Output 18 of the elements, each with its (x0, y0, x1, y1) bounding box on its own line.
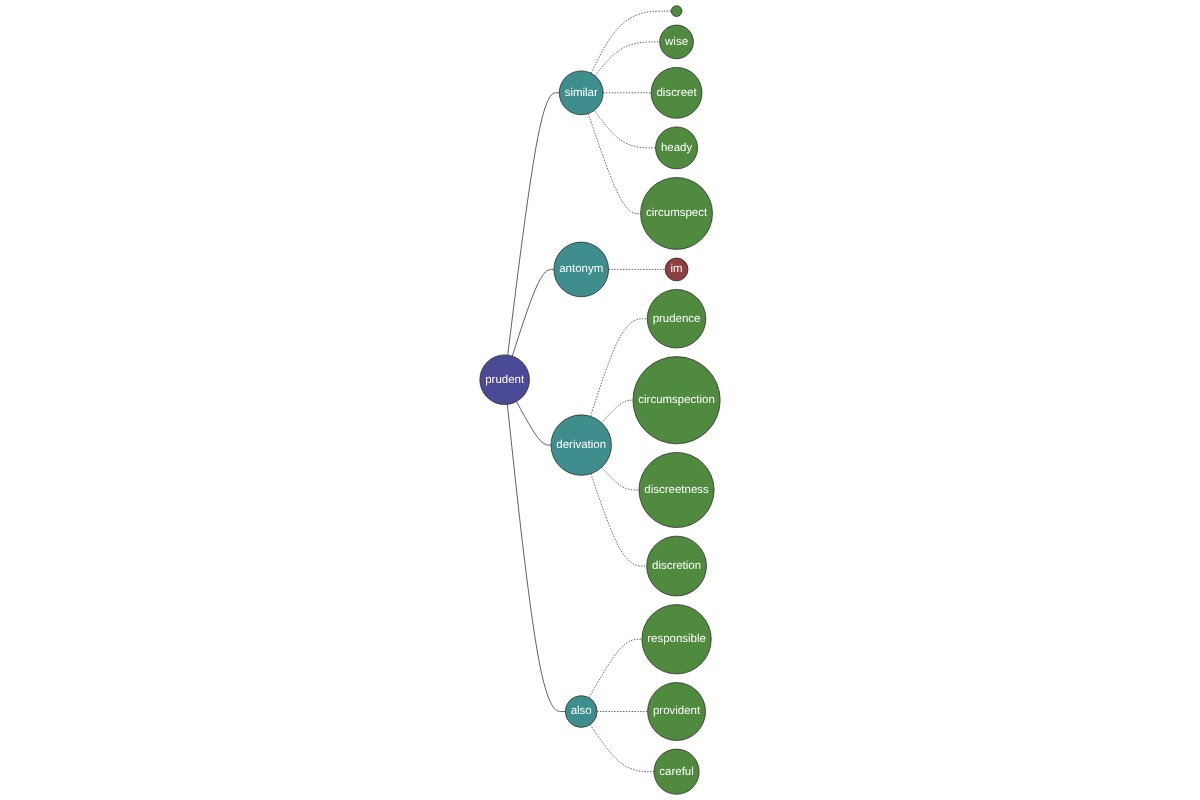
connector (590, 10, 672, 74)
node-circle (670, 5, 683, 17)
connector (594, 41, 661, 77)
connector (511, 269, 555, 357)
connector (608, 269, 666, 270)
connector (593, 110, 656, 149)
connector (516, 401, 552, 446)
connector (590, 473, 647, 567)
connector (601, 467, 640, 491)
connector (587, 113, 641, 214)
connector (590, 318, 648, 417)
connector (507, 92, 560, 356)
connector (601, 399, 634, 424)
connector (506, 404, 566, 712)
connector (602, 92, 652, 94)
connector (596, 711, 648, 712)
connector (589, 724, 655, 773)
connector (588, 638, 643, 699)
